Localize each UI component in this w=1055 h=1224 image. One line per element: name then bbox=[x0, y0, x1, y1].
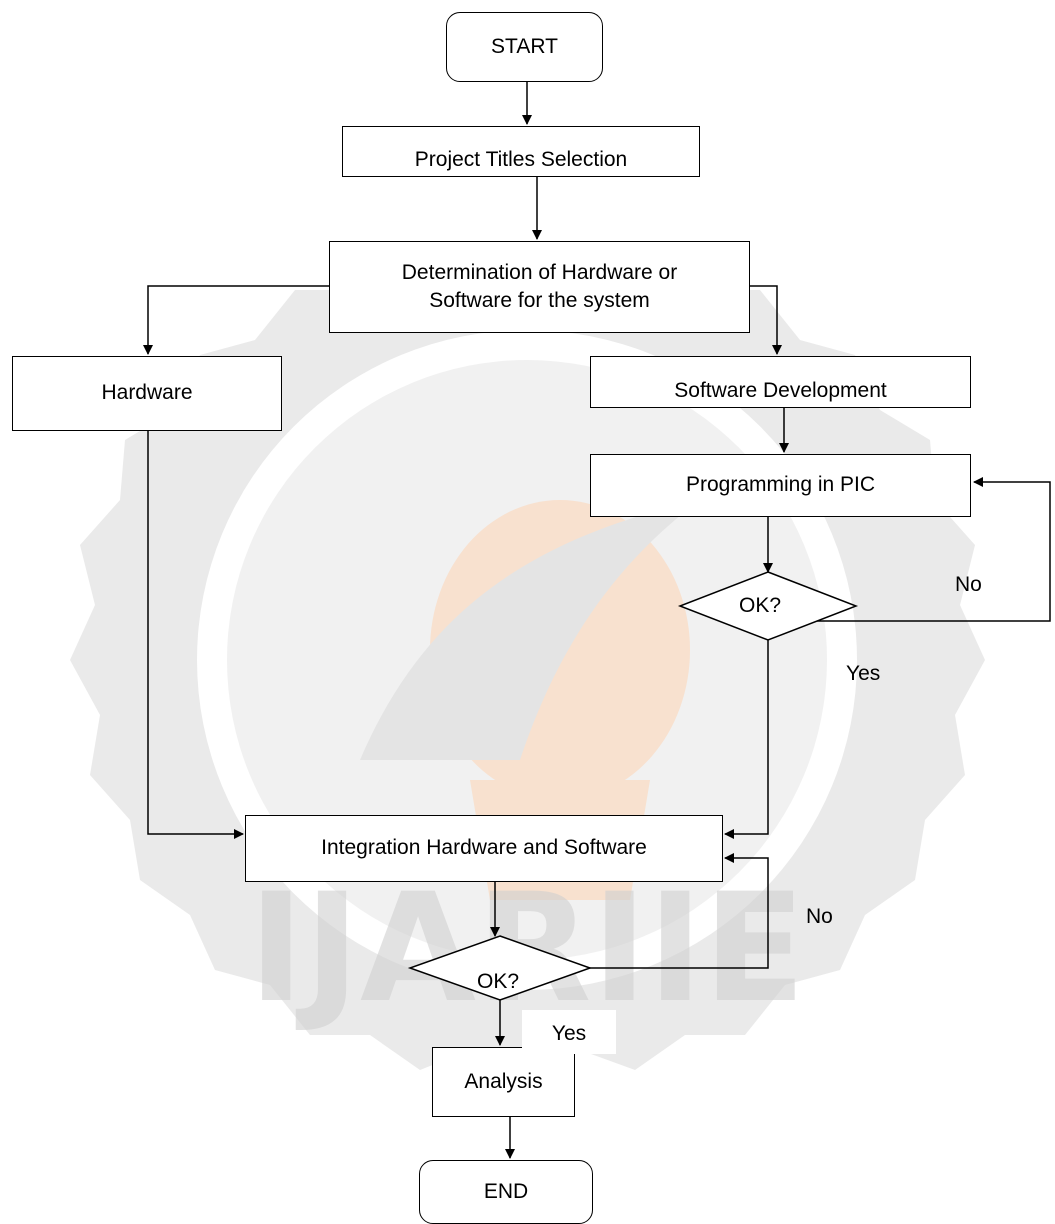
analysis-label: Analysis bbox=[464, 1069, 543, 1093]
project-titles-label: Project Titles Selection bbox=[414, 147, 628, 171]
edge-hardware-integrate bbox=[147, 431, 244, 839]
programming-in-pic-node: Programming in PIC bbox=[590, 454, 971, 517]
edge-decision1-yes bbox=[724, 637, 769, 839]
edge-decision1-no bbox=[817, 477, 1051, 622]
end-label: END bbox=[483, 1179, 529, 1203]
software-development-node: Software Development bbox=[590, 356, 971, 408]
software-development-label: Software Development bbox=[674, 378, 887, 402]
programming-label: Programming in PIC bbox=[685, 473, 876, 497]
edge-determine-hardware bbox=[143, 285, 329, 355]
decision-1-label: OK? bbox=[739, 594, 782, 617]
edge-label-yes-1: Yes bbox=[846, 662, 881, 685]
integration-label: Integration Hardware and Software bbox=[321, 836, 647, 860]
determination-node: Determination of Hardware or Software fo… bbox=[329, 241, 750, 333]
edge-determine-software bbox=[750, 285, 782, 355]
analysis-node: Analysis bbox=[432, 1047, 575, 1117]
hardware-label: Hardware bbox=[101, 381, 193, 405]
determination-label-line1: Determination of Hardware or bbox=[401, 260, 678, 284]
end-node: END bbox=[419, 1160, 593, 1224]
edge-label-no-1: No bbox=[955, 573, 982, 596]
hardware-node: Hardware bbox=[12, 356, 282, 431]
edge-label-yes-2: Yes bbox=[522, 1010, 616, 1054]
decision-2-label: OK? bbox=[477, 970, 520, 993]
edge-decision2-no bbox=[540, 853, 769, 969]
integration-node: Integration Hardware and Software bbox=[245, 815, 723, 882]
decision-diamond-1 bbox=[677, 571, 859, 641]
start-label: START bbox=[491, 34, 558, 58]
edge-label-no-2: No bbox=[806, 905, 833, 928]
start-node: START bbox=[446, 12, 603, 82]
determination-label-line2: Software for the system bbox=[429, 289, 650, 312]
project-titles-selection-node: Project Titles Selection bbox=[342, 126, 700, 177]
decision-diamond-2 bbox=[407, 935, 593, 1001]
